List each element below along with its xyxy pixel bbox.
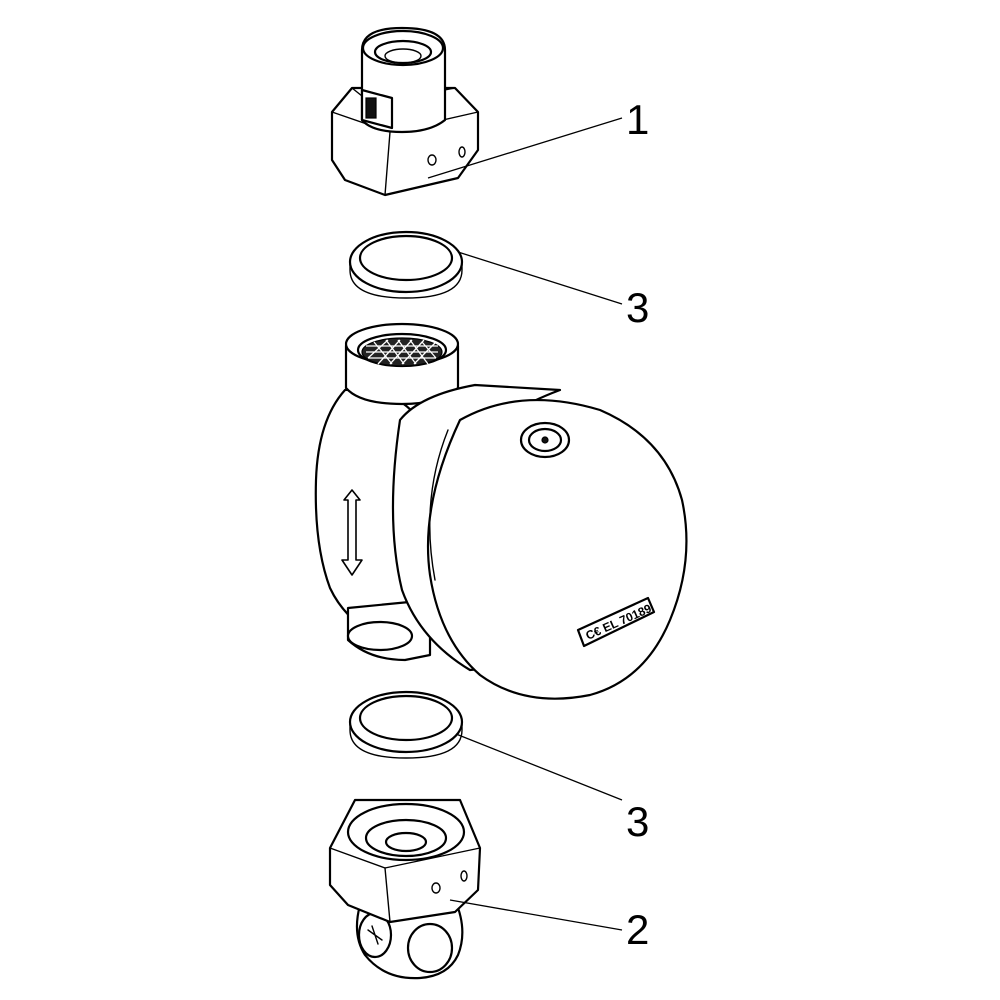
- union-nut-top: [330, 26, 480, 197]
- callout-3-upper: 3: [626, 284, 649, 331]
- union-nut-bottom: [328, 798, 482, 980]
- callout-1: 1: [626, 96, 649, 143]
- leader-line-3-upper: [457, 251, 623, 305]
- leader-line-3-lower: [455, 733, 623, 801]
- vent-plug: [519, 421, 571, 459]
- leader-line-2: [449, 899, 623, 931]
- inlet-strainer: [361, 337, 443, 367]
- pump-body: C€ EL 70189: [314, 322, 688, 700]
- callout-3-lower: 3: [626, 798, 649, 845]
- leader-line-1: [427, 117, 623, 179]
- callout-2: 2: [626, 906, 649, 953]
- gasket-upper: [348, 230, 464, 299]
- gasket-lower: [348, 690, 464, 759]
